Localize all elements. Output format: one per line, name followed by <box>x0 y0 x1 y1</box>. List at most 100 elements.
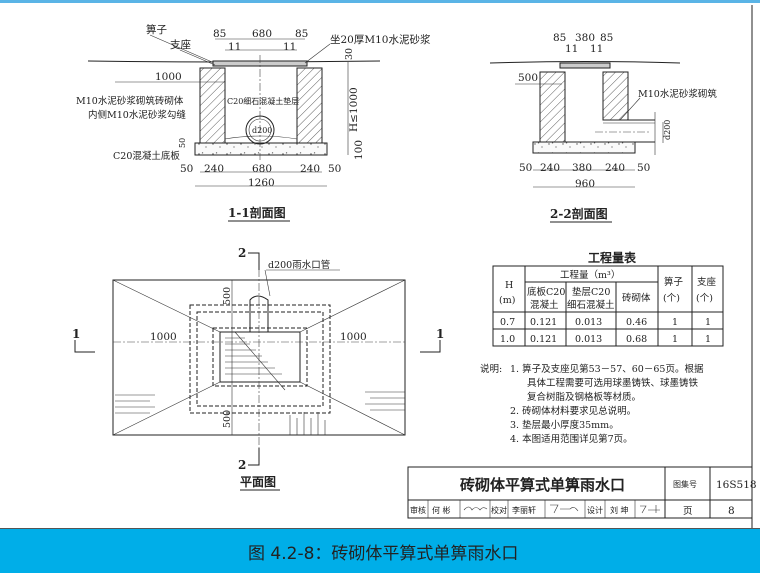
table-row: 0.7 0.121 0.013 0.46 1 1 <box>500 317 711 328</box>
dim-total-1260: 1260 <box>248 177 275 189</box>
dim-top-85-right: 85 <box>295 28 308 40</box>
col-header-support-unit: (个) <box>696 293 713 304</box>
dim-bottom-240-right-2: 240 <box>605 162 625 174</box>
design-label: 设计 <box>587 505 603 515</box>
section-2-mark-top: 2 <box>238 246 246 260</box>
note-line: 4. 本图适用范围详见第7页。 <box>510 433 633 445</box>
col-header-cushion-2: 细石混凝土 <box>567 299 615 311</box>
pipe-label-plan: d200雨水口管 <box>268 259 330 271</box>
page-number: 8 <box>728 505 735 517</box>
notes-label: 说明: <box>480 363 502 375</box>
note-line: 3. 垫层最小厚度35mm。 <box>510 419 619 431</box>
section-1-mark-right: 1 <box>436 327 444 341</box>
qty-header: 工程量（m³） <box>560 269 620 281</box>
dashed-outline-outer <box>189 304 331 414</box>
review-label: 审核 <box>410 505 426 515</box>
section-1-1-title: 1-1剖面图 <box>228 205 286 220</box>
drawing-sheet: 箅子 支座 85 680 85 11 11 坐20厚M10水泥砂浆 30 H≤1… <box>72 5 757 528</box>
dim-right-1000: 1000 <box>340 331 367 343</box>
dim-bottom-380: 380 <box>572 162 592 174</box>
brick-wall-right <box>296 67 323 144</box>
figure-caption: 图 4.2-8：砖砌体平算式单箅雨水口 <box>248 544 519 564</box>
cell: 1.0 <box>500 334 515 345</box>
page-label: 页 <box>683 506 693 517</box>
dim-top-85-left-2: 85 <box>553 32 566 44</box>
dim-11-left: 11 <box>228 41 241 53</box>
plan-view: 2 2 1 1 d200雨水口管 1000 1000 500 500 平面图 <box>72 246 444 491</box>
grate-plan <box>219 331 301 383</box>
dim-100: 100 <box>353 140 365 160</box>
dim-bottom-240-left: 240 <box>204 163 224 175</box>
table-row: 1.0 0.121 0.013 0.68 1 1 <box>500 334 711 345</box>
checker-name: 李丽轩 <box>512 505 536 515</box>
grate-2 <box>559 62 611 69</box>
atlas-label: 图集号 <box>673 479 697 489</box>
note-line: 2. 砖砌体材料要求见总说明。 <box>510 405 636 417</box>
title-block: 砖砌体平算式单箅雨水口 图集号 16S518 审核 何 彬 校对 李丽轩 设计 … <box>407 466 757 519</box>
cell: 0.68 <box>626 334 647 345</box>
ground-line-2 <box>489 61 681 64</box>
wall-label-2: 内侧M10水泥砂浆勾缝 <box>88 109 186 121</box>
drawing-title: 砖砌体平算式单箅雨水口 <box>460 476 625 494</box>
support-label: 支座 <box>170 38 191 51</box>
section-1-1: 箅子 支座 85 680 85 11 11 坐20厚M10水泥砂浆 30 H≤1… <box>76 23 431 222</box>
dim-top-380: 380 <box>575 32 595 44</box>
note-line: 1. 箅子及支座见第53－57、60－65页。根据 <box>510 363 704 375</box>
section-2-2-title: 2-2剖面图 <box>550 206 608 221</box>
dim-bottom-50-left-2: 50 <box>519 162 532 174</box>
h-header: H <box>505 280 513 291</box>
cell: 0.013 <box>575 317 602 328</box>
grate-bars <box>225 337 282 375</box>
dim-50: 50 <box>178 138 187 148</box>
quantity-table: 工程量表 H (m) 工程量（m³） 底板C20 混凝土 垫层C20 细石混凝土… <box>492 250 724 347</box>
dim-bottom-680: 680 <box>252 163 272 175</box>
dim-11-right-2: 11 <box>590 43 603 55</box>
section-2-mark-bottom: 2 <box>238 458 246 472</box>
cell: 1 <box>672 334 678 345</box>
dim-bottom-50-left: 50 <box>180 163 193 175</box>
col-header-cushion: 垫层C20 <box>572 286 610 298</box>
dim-top-85-left: 85 <box>213 28 226 40</box>
reviewer-name: 何 彬 <box>432 505 451 515</box>
dim-h: H≤1000 <box>348 87 360 132</box>
cushion-label: C20细石混凝土垫层 <box>227 96 299 106</box>
cell: 1 <box>705 317 711 328</box>
brick-wall-left-2 <box>539 71 566 143</box>
dim-bottom-240-left-2: 240 <box>540 162 560 174</box>
mortar-bed-label: 坐20厚M10水泥砂浆 <box>330 33 431 46</box>
brick-wall-left <box>199 67 226 144</box>
cell: 0.7 <box>500 317 515 328</box>
col-header-grate: 箅子 <box>664 276 684 288</box>
notes: 说明: 1. 箅子及支座见第53－57、60－65页。根据 具体工程需要可选用球… <box>480 363 704 445</box>
cell: 0.121 <box>530 334 557 345</box>
cushion-layer <box>224 135 298 140</box>
col-header-support: 支座 <box>697 276 717 288</box>
dim-500: 500 <box>518 72 538 84</box>
dim-1000: 1000 <box>155 71 182 83</box>
figure-caption-bar: 图 4.2-8：砖砌体平算式单箅雨水口 <box>0 528 760 573</box>
table-title: 工程量表 <box>588 250 637 265</box>
col-header-base-2: 混凝土 <box>530 299 559 311</box>
dim-bottom-500: 500 <box>222 410 233 428</box>
dim-bottom-50-right: 50 <box>328 163 341 175</box>
inlet-pipe <box>249 295 269 332</box>
dim-left-1000: 1000 <box>150 331 177 343</box>
dim-top-680: 680 <box>252 28 272 40</box>
atlas-number: 16S518 <box>716 479 757 491</box>
col-header-grate-unit: (个) <box>663 293 680 304</box>
col-header-base: 底板C20 <box>527 286 565 298</box>
plan-title: 平面图 <box>240 475 276 489</box>
dim-top-85-right-2: 85 <box>600 32 613 44</box>
section-2-2: 85 380 85 11 11 500 M10水泥砂浆砌筑 d200 50 24… <box>489 32 717 223</box>
h-unit: (m) <box>499 295 515 306</box>
dim-bottom-240-right: 240 <box>300 163 320 175</box>
pipe-dim-2: d200 <box>663 120 672 140</box>
cell: 0.013 <box>575 334 602 345</box>
section-1-mark-left: 1 <box>72 327 80 341</box>
check-label: 校对 <box>491 505 507 515</box>
dim-top-500: 500 <box>222 287 233 305</box>
cell: 0.121 <box>530 317 557 328</box>
note-line: 复合树脂及钢格板等材质。 <box>527 391 641 403</box>
cell: 0.46 <box>626 317 647 328</box>
